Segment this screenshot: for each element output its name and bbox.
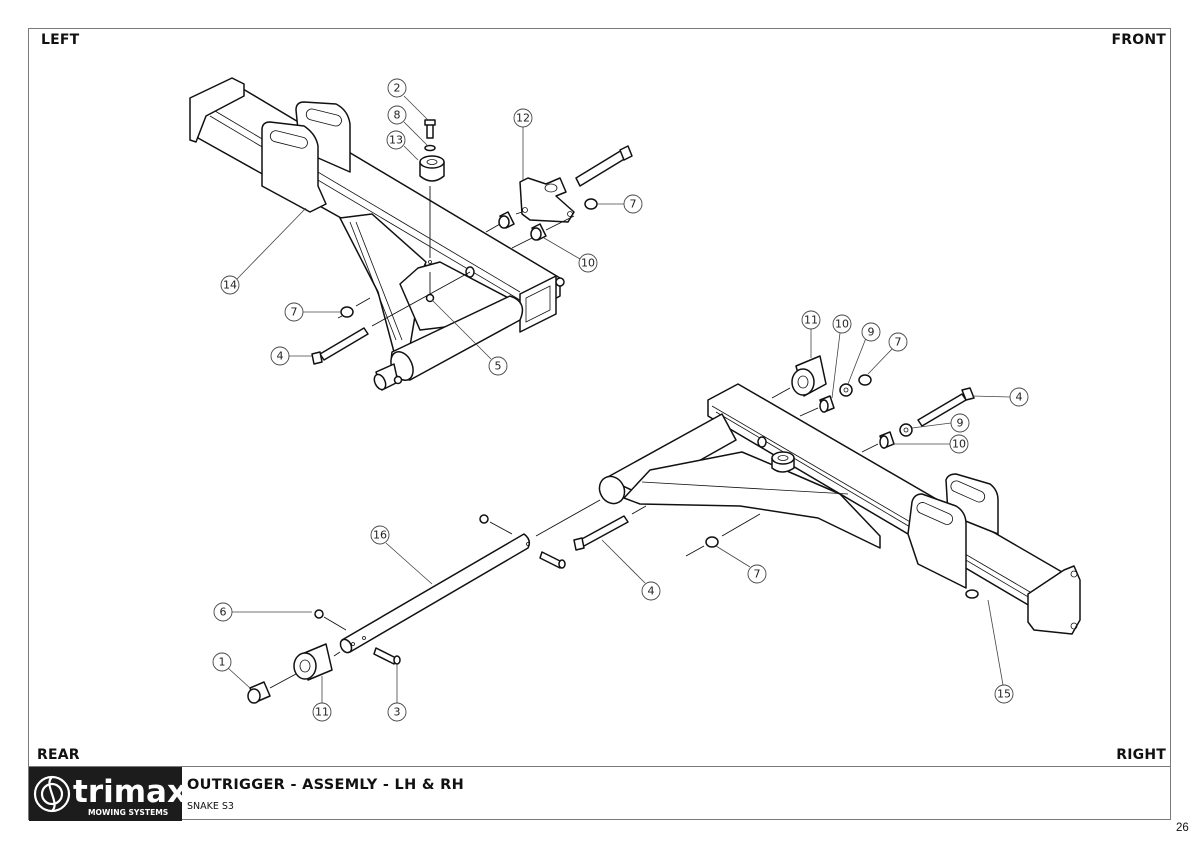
balloon-14: 14 [220, 207, 307, 295]
orientation-label-rear: REAR [37, 747, 80, 763]
svg-text:11: 11 [804, 314, 818, 327]
svg-text:7: 7 [754, 568, 761, 581]
svg-text:7: 7 [895, 336, 902, 349]
balloon-4: 4 [971, 387, 1029, 407]
balloon-10: 10 [892, 434, 969, 454]
svg-text:9: 9 [868, 326, 875, 339]
logo-wordmark: trimax [73, 774, 182, 810]
svg-text:1: 1 [219, 656, 226, 669]
balloon-2: 2 [387, 78, 429, 121]
svg-text:2: 2 [394, 82, 401, 95]
svg-text:16: 16 [373, 529, 387, 542]
balloon-11: 11 [312, 676, 332, 722]
svg-text:5: 5 [495, 360, 502, 373]
lh-outrigger-frame [189, 77, 565, 391]
rh-hardware [247, 355, 975, 704]
svg-text:13: 13 [389, 134, 403, 147]
balloon-16: 16 [370, 525, 433, 585]
balloon-15: 15 [987, 599, 1014, 704]
balloon-6: 6 [213, 602, 312, 622]
svg-text:11: 11 [315, 706, 329, 719]
balloon-1: 1 [212, 652, 251, 689]
balloon-7: 7 [284, 302, 340, 322]
svg-text:10: 10 [581, 257, 595, 270]
svg-text:4: 4 [648, 585, 655, 598]
orientation-label-right: RIGHT [1116, 747, 1166, 763]
balloon-4: 4 [601, 539, 661, 601]
drawing-subtitle: SNAKE S3 [187, 801, 234, 812]
lh-hardware [311, 119, 633, 365]
svg-text:10: 10 [952, 438, 966, 451]
balloon-13: 13 [386, 130, 419, 161]
title-block: trimax MOWING SYSTEMS OUTRIGGER - ASSEML… [29, 766, 1170, 821]
svg-text:3: 3 [394, 706, 401, 719]
balloon-4: 4 [270, 346, 312, 366]
svg-text:6: 6 [220, 606, 227, 619]
page-number: 26 [1176, 822, 1189, 834]
trimax-logo: trimax MOWING SYSTEMS [29, 767, 187, 821]
balloon-10: 10 [831, 314, 852, 399]
balloon-8: 8 [387, 105, 429, 147]
orientation-label-left: LEFT [41, 32, 80, 48]
svg-text:7: 7 [630, 198, 637, 211]
balloon-7: 7 [598, 194, 643, 214]
balloon-11: 11 [801, 310, 821, 358]
svg-text:7: 7 [291, 306, 298, 319]
part-balloons: 2 8 13 12 7 10 14 7 4 5 11 10 9 7 4 9 10… [212, 78, 1029, 722]
svg-text:4: 4 [277, 350, 284, 363]
rh-outrigger-frame [598, 383, 1081, 635]
balloon-7: 7 [715, 545, 767, 584]
svg-text:14: 14 [223, 279, 237, 292]
trimax-swirl-icon: trimax MOWING SYSTEMS [33, 774, 187, 817]
balloon-9: 9 [911, 413, 970, 433]
balloon-3: 3 [387, 664, 407, 722]
svg-text:15: 15 [997, 688, 1011, 701]
svg-text:8: 8 [394, 109, 401, 122]
balloon-7: 7 [867, 332, 908, 375]
balloon-9: 9 [847, 322, 881, 385]
drawing-frame: LEFT FRONT REAR RIGHT trimax MOWING SYST… [28, 28, 1171, 821]
orientation-label-front: FRONT [1111, 32, 1166, 48]
drawing-title: OUTRIGGER - ASSEMLY - LH & RH [187, 777, 465, 793]
logo-tagline: MOWING SYSTEMS [88, 808, 168, 817]
balloon-10: 10 [543, 237, 598, 273]
balloon-5: 5 [431, 299, 508, 376]
svg-text:9: 9 [957, 417, 964, 430]
svg-text:12: 12 [516, 112, 530, 125]
svg-text:10: 10 [835, 318, 849, 331]
balloon-12: 12 [513, 108, 533, 180]
svg-text:4: 4 [1016, 391, 1023, 404]
